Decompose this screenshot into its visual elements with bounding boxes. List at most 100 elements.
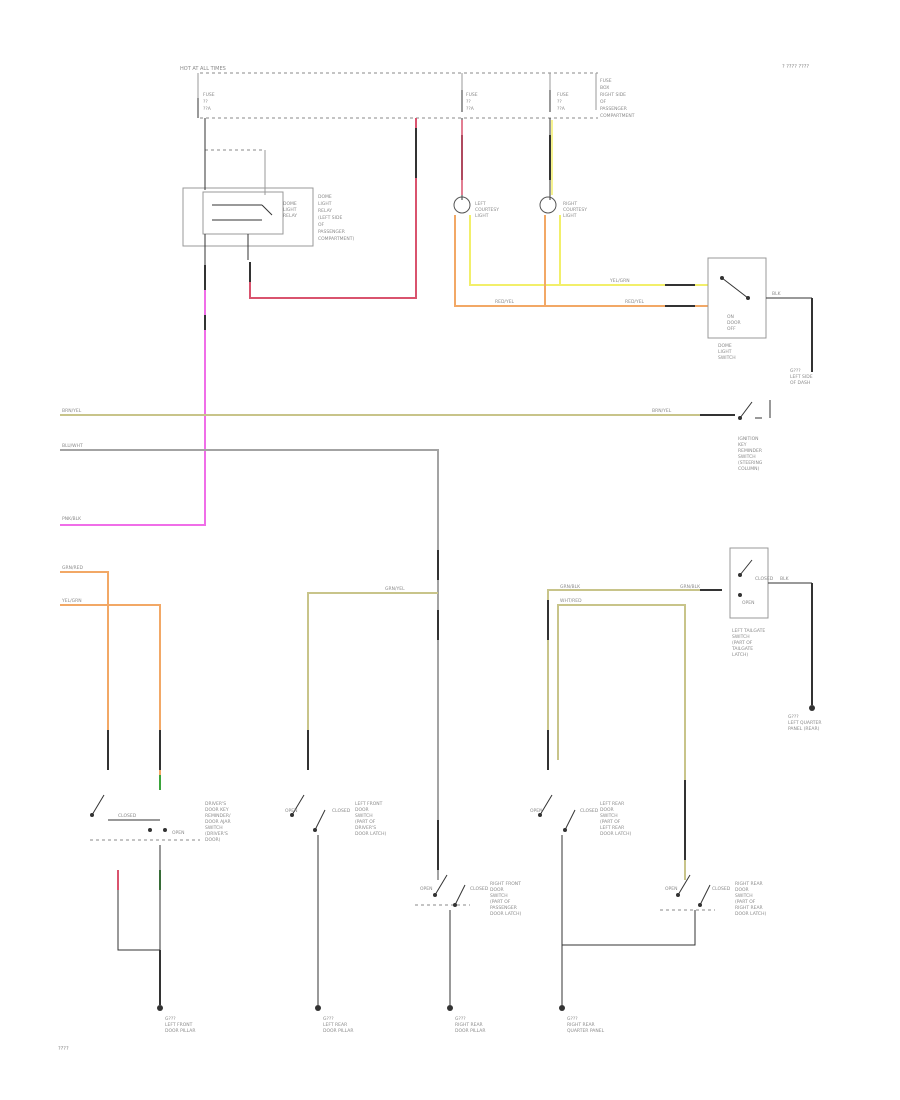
- wire-gray-main: BLU/WHT: [60, 443, 439, 880]
- tg-2: SWITCH: [732, 634, 750, 640]
- dome-wire-label: BLK: [772, 291, 782, 297]
- drivers-door-switch: CLOSED OPEN DRIVER'S DOOR KEY REMINDER/ …: [90, 794, 231, 1034]
- tg-1: LEFT TAILGATE: [732, 628, 765, 634]
- lfd-3: SWITCH: [355, 813, 373, 819]
- rr-4: (PART OF: [735, 899, 756, 905]
- rr-door-open: OPEN: [665, 886, 677, 892]
- rf-door-closed: CLOSED: [470, 886, 489, 892]
- wire-orange-label-2: RED/YEL: [625, 299, 645, 305]
- wire-yellow-courtesy: YEL/GRN: [461, 120, 708, 286]
- tg-4: TAILGATE: [731, 646, 753, 652]
- g1-1: G???: [165, 1016, 176, 1022]
- ign-label-2: KEY: [738, 442, 747, 448]
- rear-wire-label-2: GRN/BLK: [680, 584, 701, 590]
- lr-1: LEFT REAR: [600, 801, 624, 807]
- ign-label-6: COLUMN): [738, 466, 760, 472]
- fuse-right-name: FUSE: [557, 92, 569, 98]
- dome-ground-2: LEFT SIDE: [790, 374, 813, 380]
- left-front-door-switch: OPEN CLOSED LEFT FRONT DOOR SWITCH (PART…: [285, 794, 386, 1034]
- wire-olive-rear: GRN/BLK GRN/BLK WHT/RED: [547, 584, 722, 880]
- fuse-block-line-3: RIGHT SIDE: [600, 92, 626, 98]
- rr-3: SWITCH: [735, 893, 753, 899]
- wire-grn-red-left: GRN/RED: [60, 565, 109, 770]
- lfd-5: DRIVER'S: [355, 825, 376, 831]
- g3-3: DOOR PILLAR: [455, 1028, 485, 1034]
- wire-olive-lf: GRN/YEL: [307, 586, 438, 770]
- fuse-right-rating: ??A: [557, 106, 566, 112]
- fuse-left-name: FUSE: [466, 92, 478, 98]
- fuse-main-rating: ??A: [203, 106, 212, 112]
- lr-2: DOOR: [600, 807, 614, 813]
- rr-2: DOOR: [735, 887, 749, 893]
- fuse-left-rating: ??A: [466, 106, 475, 112]
- lf-sw-6: (DRIVER'S: [205, 831, 228, 837]
- rr-1: RIGHT REAR: [735, 881, 763, 887]
- ign-label-4: SWITCH: [738, 454, 756, 460]
- lf-door-closed: CLOSED: [332, 808, 351, 814]
- g4-2: RIGHT REAR: [567, 1022, 595, 1028]
- lr-door-closed: CLOSED: [580, 808, 599, 814]
- fuse-block-line-6: COMPARTMENT: [600, 113, 635, 119]
- g1-2: LEFT FRONT: [165, 1022, 193, 1028]
- tg-5: LATCH): [732, 652, 748, 658]
- relay-label-7: COMPARTMENT): [318, 236, 354, 242]
- tg-state-open: OPEN: [742, 600, 754, 606]
- relay-inner-3: RELAY: [283, 213, 297, 219]
- left-entry-grn-red: GRN/RED: [62, 565, 83, 571]
- lf-door-open: OPEN: [285, 808, 297, 814]
- relay-inner-2: LIGHT: [283, 207, 297, 213]
- fuse-right-number: ??: [557, 99, 562, 105]
- right-rear-door-switch: OPEN CLOSED RIGHT REAR DOOR SWITCH (PART…: [562, 874, 766, 946]
- wire-yel-grn-left: YEL/GRN: [60, 598, 161, 790]
- wire-yel-label: YEL/GRN: [609, 278, 630, 284]
- tailgate-switch: CLOSED OPEN BLK LEFT TAILGATE SWITCH (PA…: [729, 547, 821, 732]
- relay-label-5: OF: [318, 222, 325, 228]
- lfd-1: LEFT FRONT: [355, 801, 383, 807]
- relay-label-3: RELAY: [318, 208, 332, 214]
- fuse-left-number: ??: [466, 99, 471, 105]
- lfd-4: (PART OF: [355, 819, 376, 825]
- left-entry-blu: BLU/WHT: [62, 443, 83, 449]
- g5-2: LEFT QUARTER: [788, 720, 821, 726]
- g1-3: DOOR PILLAR: [165, 1028, 195, 1034]
- dome-switch-pos-on: ON: [727, 314, 734, 320]
- lfd-6: DOOR LATCH): [355, 831, 386, 837]
- rf-door-open: OPEN: [420, 886, 432, 892]
- relay-label-1: DOME: [318, 194, 332, 200]
- rear-wire-label-3: WHT/RED: [560, 598, 582, 604]
- wire-orange-label-1: RED/YEL: [495, 299, 515, 305]
- right-front-door-switch: OPEN CLOSED RIGHT FRONT DOOR SWITCH (PAR…: [415, 874, 521, 1034]
- footer-code: ????: [58, 1046, 69, 1052]
- g2-2: LEFT REAR: [323, 1022, 347, 1028]
- rf-3: SWITCH: [490, 893, 508, 899]
- dome-switch-pos-off: OFF: [727, 326, 736, 332]
- relay-label-4: (LEFT SIDE: [318, 215, 342, 221]
- dome-switch-2: LIGHT: [718, 349, 732, 355]
- dome-ground-1: G???: [790, 368, 801, 374]
- tg-wire: BLK: [780, 576, 790, 582]
- ign-label-5: (STEERING: [738, 460, 763, 466]
- lr-6: DOOR LATCH): [600, 831, 631, 837]
- rf-4: (PART OF: [490, 899, 511, 905]
- lf-sw-3: REMINDER/: [205, 813, 231, 819]
- g3-1: G???: [455, 1016, 466, 1022]
- g5-1: G???: [788, 714, 799, 720]
- lf-sw-4: DOOR AJAR: [205, 819, 231, 825]
- rear-wire-label-1: GRN/BLK: [560, 584, 581, 590]
- rf-6: DOOR LATCH): [490, 911, 521, 917]
- lf-state-closed: CLOSED: [118, 813, 137, 819]
- g2-3: DOOR PILLAR: [323, 1028, 353, 1034]
- tg-state-closed: CLOSED: [755, 576, 774, 582]
- g2-1: G???: [323, 1016, 334, 1022]
- right-courtesy-light: RIGHT COURTESY LIGHT: [539, 118, 587, 219]
- corner-label: ? ???? ????: [782, 64, 809, 70]
- lamp-right-2: COURTESY: [563, 207, 587, 213]
- tg-3: (PART OF: [732, 640, 753, 646]
- lf-sw-2: DOOR KEY: [205, 807, 229, 813]
- lf-state-open: OPEN: [172, 830, 184, 836]
- g4-1: G???: [567, 1016, 578, 1022]
- lr-door-open: OPEN: [530, 808, 542, 814]
- lf-wire-label: GRN/YEL: [385, 586, 405, 592]
- relay-inner-1: DOME: [283, 201, 297, 207]
